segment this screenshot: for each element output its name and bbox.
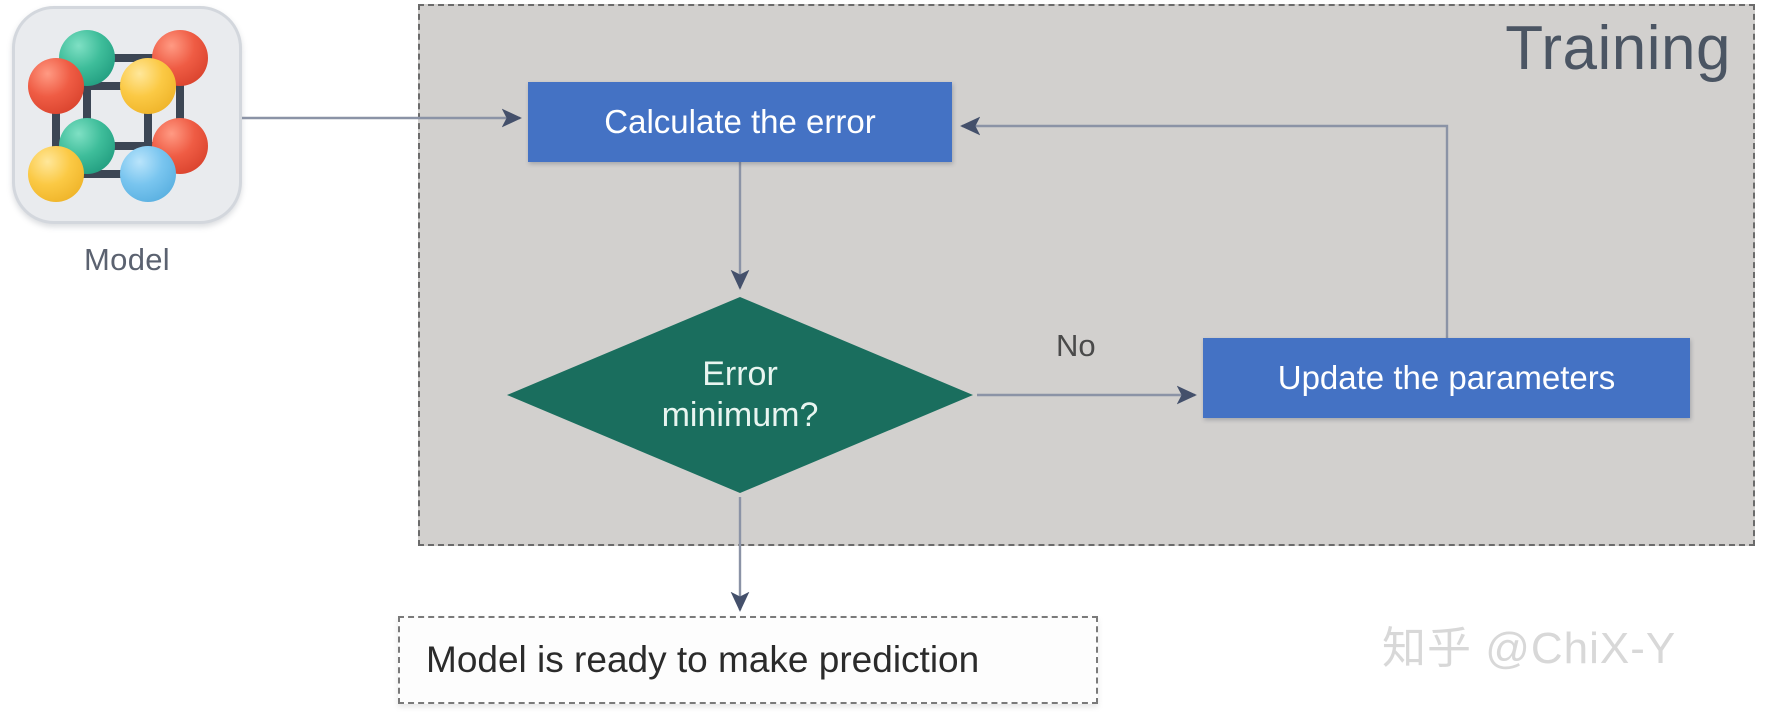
model-caption: Model — [84, 242, 170, 277]
prediction-ready-label: Model is ready to make prediction — [426, 639, 980, 680]
error-minimum-decision[interactable]: Error minimum? — [505, 295, 975, 495]
watermark: 知乎 @ChiX-Y — [1382, 624, 1677, 673]
training-title: Training — [1505, 14, 1731, 83]
calculate-error-box[interactable]: Calculate the error — [528, 82, 952, 162]
edge-label-no: No — [1056, 328, 1096, 363]
update-parameters-box[interactable]: Update the parameters — [1203, 338, 1690, 418]
neural-network-cube-icon — [28, 30, 208, 202]
diamond-shape — [507, 297, 973, 493]
prediction-ready-box[interactable]: Model is ready to make prediction — [398, 616, 1098, 704]
